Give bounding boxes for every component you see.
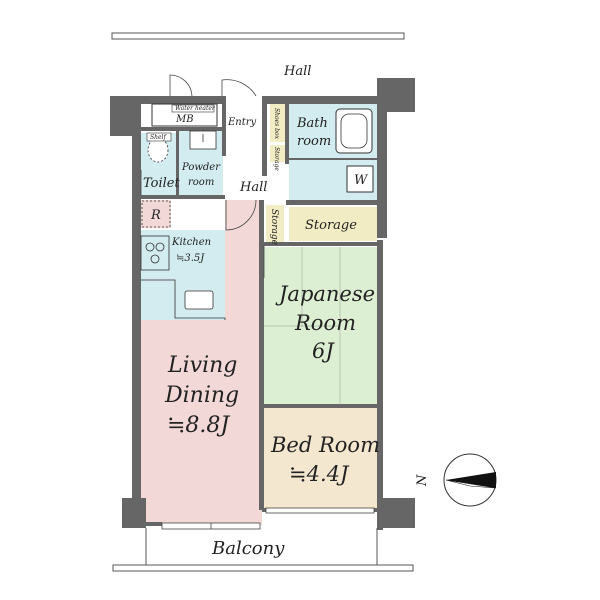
toilet-bowl <box>147 137 169 163</box>
sliding-window <box>265 507 375 514</box>
shelf-box <box>146 132 172 142</box>
compass-arrow-icon <box>446 472 496 488</box>
stove-burner <box>155 242 165 252</box>
storage-closet-label: Storage <box>305 218 357 233</box>
washer-label: W <box>354 173 369 188</box>
wall <box>264 404 378 408</box>
living-dining-area <box>141 200 262 525</box>
small-storage-area <box>270 145 285 162</box>
dining-label: Dining <box>164 383 239 408</box>
balcony-rail <box>112 564 414 572</box>
wall <box>132 96 141 528</box>
wall <box>289 158 377 160</box>
bed-room-label: Bed Room <box>270 433 380 457</box>
refrigerator-box <box>141 200 171 228</box>
bed-room-size-label: ≒4.4J <box>289 462 350 486</box>
wall <box>286 200 380 205</box>
kitchen-door <box>225 199 257 231</box>
bath-tub-inner <box>340 113 368 149</box>
compass: N <box>415 453 497 507</box>
compass-arrow-tail <box>445 479 497 489</box>
water-heater-label: Water heater <box>175 105 216 112</box>
entry-label: Entry <box>227 117 257 128</box>
storage-closet-area <box>289 207 377 241</box>
kitchen-sink <box>184 290 214 310</box>
bath-label-2: room <box>297 134 331 149</box>
wall <box>285 104 289 164</box>
refrigerator-space <box>141 200 171 228</box>
hall-door <box>169 74 193 97</box>
hall-top-label: Hall <box>283 64 311 79</box>
toilet-label: Toilet <box>143 176 180 191</box>
wall <box>377 240 383 530</box>
wall <box>377 498 415 528</box>
wall <box>265 96 380 104</box>
shoes-box-area <box>270 104 285 142</box>
water-heater-box <box>171 104 215 113</box>
shelf-label: Shelf <box>150 134 167 141</box>
wall <box>141 522 162 526</box>
wall <box>377 78 387 238</box>
stove-burner <box>150 254 160 264</box>
bath-label: Bath <box>296 116 328 131</box>
wall <box>262 242 380 246</box>
wall <box>141 195 225 199</box>
wall <box>259 200 264 510</box>
storage-vertical-area <box>266 205 284 242</box>
hall-inner-label: Hall <box>239 180 267 195</box>
powder-room-label-2: room <box>188 177 214 188</box>
stove-burner <box>145 242 155 252</box>
powder-room-label: Powder <box>181 162 221 173</box>
living-size-label: ≒8.8J <box>167 413 230 438</box>
bed-room-area <box>264 407 377 510</box>
wall <box>222 96 226 156</box>
japanese-room-label: Japanese <box>275 282 375 306</box>
wall <box>262 96 267 176</box>
washer-box <box>346 165 374 193</box>
japanese-room-label-2: Room <box>294 311 356 335</box>
mb-label: MB <box>175 114 194 125</box>
stove-counter <box>140 235 170 271</box>
entry-door <box>221 79 257 97</box>
kitchen-label: Kitchen <box>171 237 211 248</box>
balcony-label: Balcony <box>211 538 285 559</box>
japanese-room-size-label: 6J <box>312 339 335 363</box>
wall <box>176 131 179 196</box>
storage-vertical-label: Storage <box>269 209 279 245</box>
shoes-box-label: Shoes box <box>273 108 280 140</box>
wall <box>110 96 222 104</box>
corridor-line <box>111 32 405 40</box>
wall <box>141 127 223 131</box>
living-label: Living <box>167 353 237 378</box>
north-label: N <box>415 474 430 487</box>
kitchen-size-label: ≒3.5J <box>176 253 205 264</box>
small-storage-label: Storage <box>273 147 280 171</box>
refrigerator-label: R <box>150 208 161 223</box>
kitchen-counter <box>141 279 226 320</box>
